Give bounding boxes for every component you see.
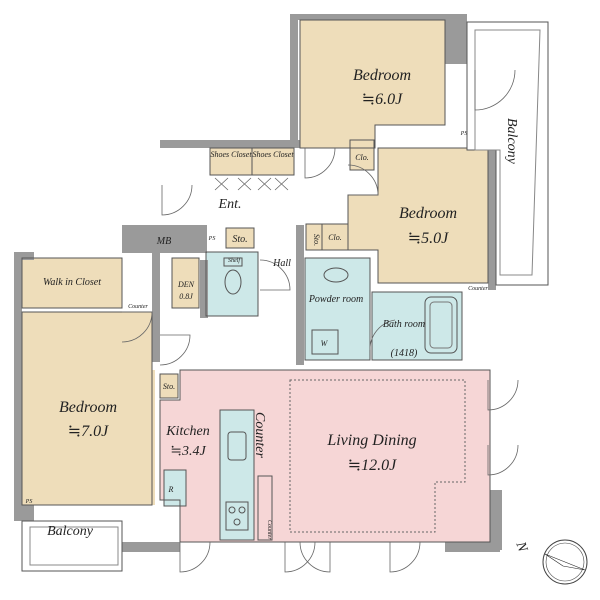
bedroom-mid-floor: [348, 148, 488, 283]
balcony-right-area: [466, 21, 549, 286]
ps-entrance-label: PS: [208, 236, 216, 242]
counter-balcony-label: Counter: [468, 286, 488, 292]
clo-top-label: Clo.: [355, 153, 369, 162]
clo-top-floor: [350, 140, 374, 170]
den-floor: [172, 258, 199, 308]
powder-room-name: Powder room: [308, 294, 363, 305]
toilet-tank: [223, 257, 243, 267]
kitchen-counter-floor: [220, 410, 254, 540]
bedroom-left-name: Bedroom: [59, 399, 117, 416]
kitchen-size: ≒3.4J: [170, 444, 206, 459]
bedroom-left-size: ≒7.0J: [68, 423, 109, 440]
counter-closet-label: Counter: [128, 304, 148, 310]
sto-entrance-floor: [226, 228, 254, 248]
burner-2: [238, 506, 246, 514]
bedroom-top-floor: [300, 20, 445, 148]
bedroom-top-name: Bedroom: [353, 67, 411, 84]
balcony-right-inner: [474, 29, 541, 276]
entrance-label: Ent.: [218, 197, 242, 212]
fridge-floor: [164, 470, 186, 506]
kitchen-sink: [227, 431, 247, 461]
bedroom-mid-name: Bedroom: [399, 205, 457, 222]
den-name: DEN: [177, 280, 195, 289]
shoes-closet-2-floor: [252, 148, 294, 175]
bedroom-left-floor: [22, 312, 155, 505]
washer: [311, 329, 339, 355]
toilet-area-floor: [206, 252, 258, 316]
shoes-closet-1-floor: [210, 148, 252, 175]
bedroom-mid-size: ≒5.0J: [408, 230, 449, 247]
balcony-left-label: Balcony: [47, 524, 94, 539]
bathtub: [424, 296, 458, 354]
shoes-closet-1-label: Shoes Closet: [210, 150, 252, 159]
kitchen-name: Kitchen: [165, 424, 210, 439]
bath-room-size: (1418): [391, 348, 418, 359]
toilet-bowl: [224, 269, 242, 295]
den-size: 0.8J: [179, 292, 193, 301]
walls: [14, 14, 502, 552]
bath-room-name: Bath room: [383, 319, 425, 330]
living-dining-floor: [160, 370, 490, 542]
compass-icon: [542, 539, 588, 585]
mb-label: MB: [156, 236, 171, 247]
fridge-label: R: [168, 485, 174, 494]
living-ceiling-outline: [289, 379, 466, 533]
walkin-closet-name: Walk in Closet: [43, 277, 101, 288]
living-dining-name: Living Dining: [326, 432, 416, 449]
bathtub-inner: [429, 301, 453, 349]
sto-kitchen-floor: [160, 374, 178, 398]
sto-hall-label: Sto.: [312, 234, 321, 246]
shoes-closet-2-label: Shoes Closet: [252, 150, 294, 159]
burner-1: [228, 506, 236, 514]
ps-left-label: PS: [25, 499, 33, 505]
north-label: N: [512, 539, 530, 554]
hall-label: Hall: [272, 258, 291, 269]
room-outlines: [21, 19, 491, 543]
balcony-left-area: [21, 520, 123, 572]
clo-mid-floor: [322, 224, 348, 250]
counter-vertical-label: Counter: [252, 412, 267, 458]
living-dining-size: ≒12.0J: [348, 457, 397, 474]
sto-hall-floor: [306, 224, 322, 250]
ps-top-label: PS: [460, 131, 468, 137]
washer-label: W: [321, 339, 329, 348]
balcony-left-inner: [29, 526, 119, 566]
balcony-right-label: Balcony: [504, 118, 519, 165]
bath-room-floor: [372, 292, 462, 360]
sto-kitchen-label: Sto.: [163, 382, 175, 391]
back-counter: [257, 475, 273, 541]
bedroom-top-size: ≒6.0J: [362, 91, 403, 108]
burner-3: [233, 518, 241, 526]
sto-entrance-label: Sto.: [232, 234, 247, 245]
clo-mid-label: Clo.: [328, 233, 342, 242]
sink-basin: [323, 267, 349, 283]
walkin-closet-floor: [22, 258, 122, 308]
cooktop: [225, 501, 249, 531]
shelf-label: Shelf: [228, 257, 241, 264]
counter-kitchen-label: Counter: [266, 520, 272, 540]
doors: [121, 69, 519, 573]
